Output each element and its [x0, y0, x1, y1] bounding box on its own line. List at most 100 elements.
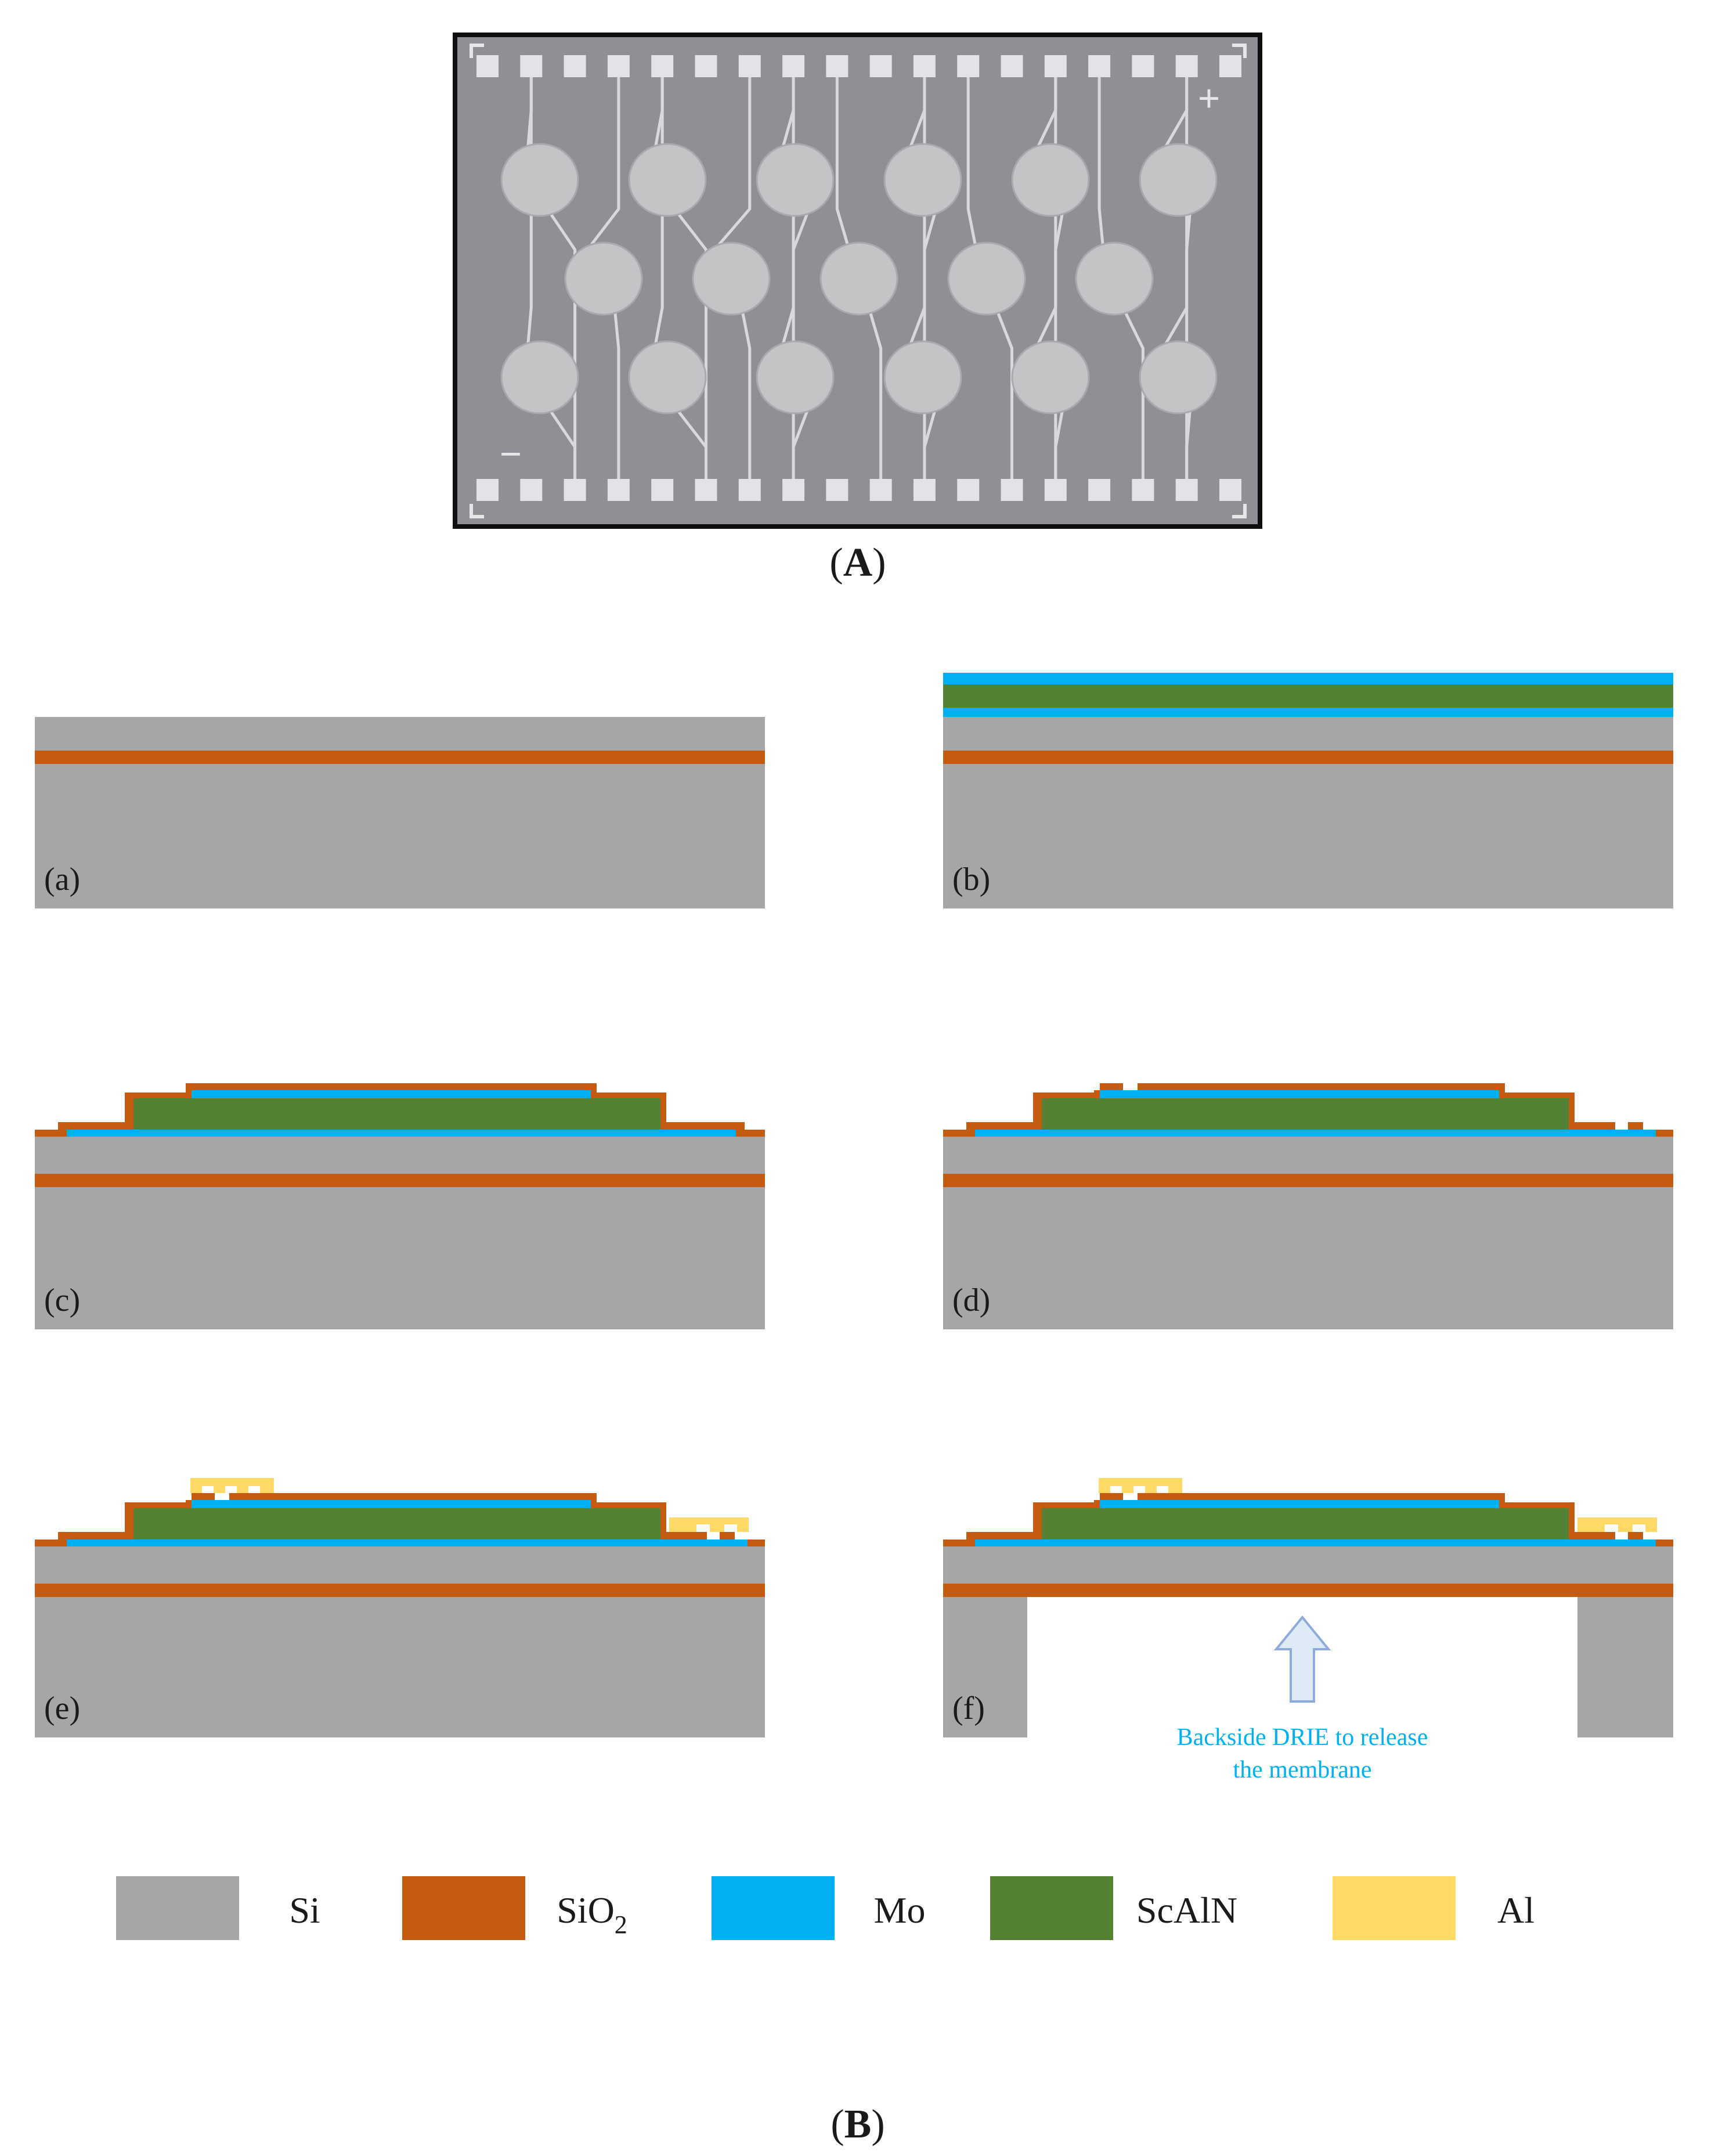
al-pad-top	[190, 1478, 274, 1493]
bond-pad	[913, 479, 936, 501]
legend-subscript: 2	[615, 1910, 627, 1939]
via-opening	[177, 1491, 192, 1500]
legend-item-mo: Mo	[712, 1876, 925, 1940]
membrane-circle	[1011, 143, 1090, 217]
si-device-layer	[943, 1546, 1673, 1584]
chip-micrograph: + −	[453, 33, 1262, 529]
mo-bottom-electrode	[975, 1540, 1644, 1546]
bond-pad	[1175, 55, 1198, 77]
panel-a-label: (A)	[829, 540, 886, 585]
legend-item-sio: SiO2	[402, 1876, 627, 1940]
bond-pad	[913, 55, 936, 77]
si-device-layer	[943, 717, 1673, 751]
drie-annotation: the membrane	[1233, 1757, 1371, 1783]
legend-swatch	[712, 1876, 835, 1940]
membrane-circle	[692, 241, 771, 316]
via-opening	[1643, 1532, 1656, 1540]
bond-pad	[476, 479, 499, 501]
mo-bottom-electrode	[975, 1130, 1644, 1137]
membrane-circle	[628, 340, 707, 414]
si-substrate	[35, 764, 765, 908]
legend-label: Si	[289, 1890, 320, 1931]
bond-pad	[564, 479, 586, 501]
step-label: (d)	[952, 1282, 990, 1318]
mo-exposed	[1606, 1540, 1656, 1546]
sio2-box-layer	[943, 1174, 1673, 1187]
mo-top-electrode	[192, 1500, 591, 1508]
al-pad-bottom	[669, 1517, 749, 1532]
bond-pad	[695, 55, 717, 77]
process-step-c: (c)	[35, 1083, 765, 1329]
panel-b-letter: B	[844, 2102, 872, 2147]
sio2-box-layer	[35, 751, 765, 764]
bond-pad	[564, 55, 586, 77]
bond-pad	[1088, 479, 1111, 501]
bond-pad	[738, 479, 761, 501]
mo-bottom-electrode	[67, 1540, 736, 1546]
membrane-circle	[819, 241, 898, 316]
via-opening	[735, 1532, 748, 1540]
bond-pad	[826, 479, 849, 501]
si-device-layer	[35, 717, 765, 751]
legend-label: ScAlN	[1136, 1890, 1237, 1931]
scaln-film	[943, 684, 1673, 708]
bond-pad	[1001, 55, 1023, 77]
bond-pad	[1219, 55, 1241, 77]
panel-b-label: (B)	[831, 2102, 884, 2147]
plus-mark: +	[1198, 76, 1221, 120]
scaln-piezo-layer	[1042, 1508, 1569, 1540]
si-device-layer	[35, 1137, 765, 1174]
process-step-e: (e)	[35, 1478, 765, 1737]
membrane-circle	[883, 340, 962, 414]
bond-pad	[957, 55, 980, 77]
legend-label: SiO2	[557, 1890, 627, 1939]
si-substrate	[35, 1187, 765, 1329]
scaln-piezo-layer	[1042, 1098, 1569, 1130]
mo-bottom-electrode	[67, 1130, 736, 1137]
mo-bottom-film	[943, 708, 1673, 717]
step-label: (a)	[44, 861, 80, 897]
bond-pad	[520, 479, 543, 501]
mo-top-electrode	[192, 1090, 591, 1098]
membrane-circle	[756, 143, 835, 217]
scaln-piezo-layer	[133, 1098, 660, 1130]
step-label: (e)	[44, 1690, 80, 1726]
via-opening	[1123, 1081, 1138, 1090]
sio2-box-layer	[35, 1174, 765, 1187]
via-opening	[1615, 1532, 1628, 1540]
bond-pad	[957, 479, 980, 501]
membrane-circle	[1139, 340, 1218, 414]
legend-label: Mo	[874, 1890, 926, 1931]
si-substrate	[943, 1187, 1673, 1329]
si-substrate	[943, 764, 1673, 908]
bond-pad	[869, 479, 892, 501]
mo-top-electrode	[1100, 1500, 1499, 1508]
bond-pad	[738, 55, 761, 77]
bond-pad	[869, 55, 892, 77]
mo-exposed	[698, 1540, 748, 1546]
membrane-circle	[564, 241, 643, 316]
membrane-circle	[947, 241, 1026, 316]
al-pad-bottom	[1577, 1517, 1657, 1532]
membrane-circle	[500, 340, 579, 414]
via-opening	[1123, 1491, 1138, 1500]
via-opening	[1085, 1081, 1100, 1090]
mo-top-electrode	[1100, 1090, 1499, 1098]
bond-pad	[651, 55, 674, 77]
scaln-piezo-layer	[133, 1508, 660, 1540]
membrane-circle	[1075, 241, 1154, 316]
si-device-layer	[35, 1546, 765, 1584]
bond-pad	[1219, 479, 1241, 501]
membrane-circle	[1011, 340, 1090, 414]
process-step-a: (a)	[35, 717, 765, 908]
membrane-circle	[500, 143, 579, 217]
bond-pad	[1088, 55, 1111, 77]
membrane-circle	[1139, 143, 1218, 217]
si-substrate	[35, 1597, 765, 1737]
legend-item-scaln: ScAlN	[990, 1876, 1237, 1940]
bond-pad	[1044, 55, 1067, 77]
release-arrow	[1273, 1615, 1331, 1703]
